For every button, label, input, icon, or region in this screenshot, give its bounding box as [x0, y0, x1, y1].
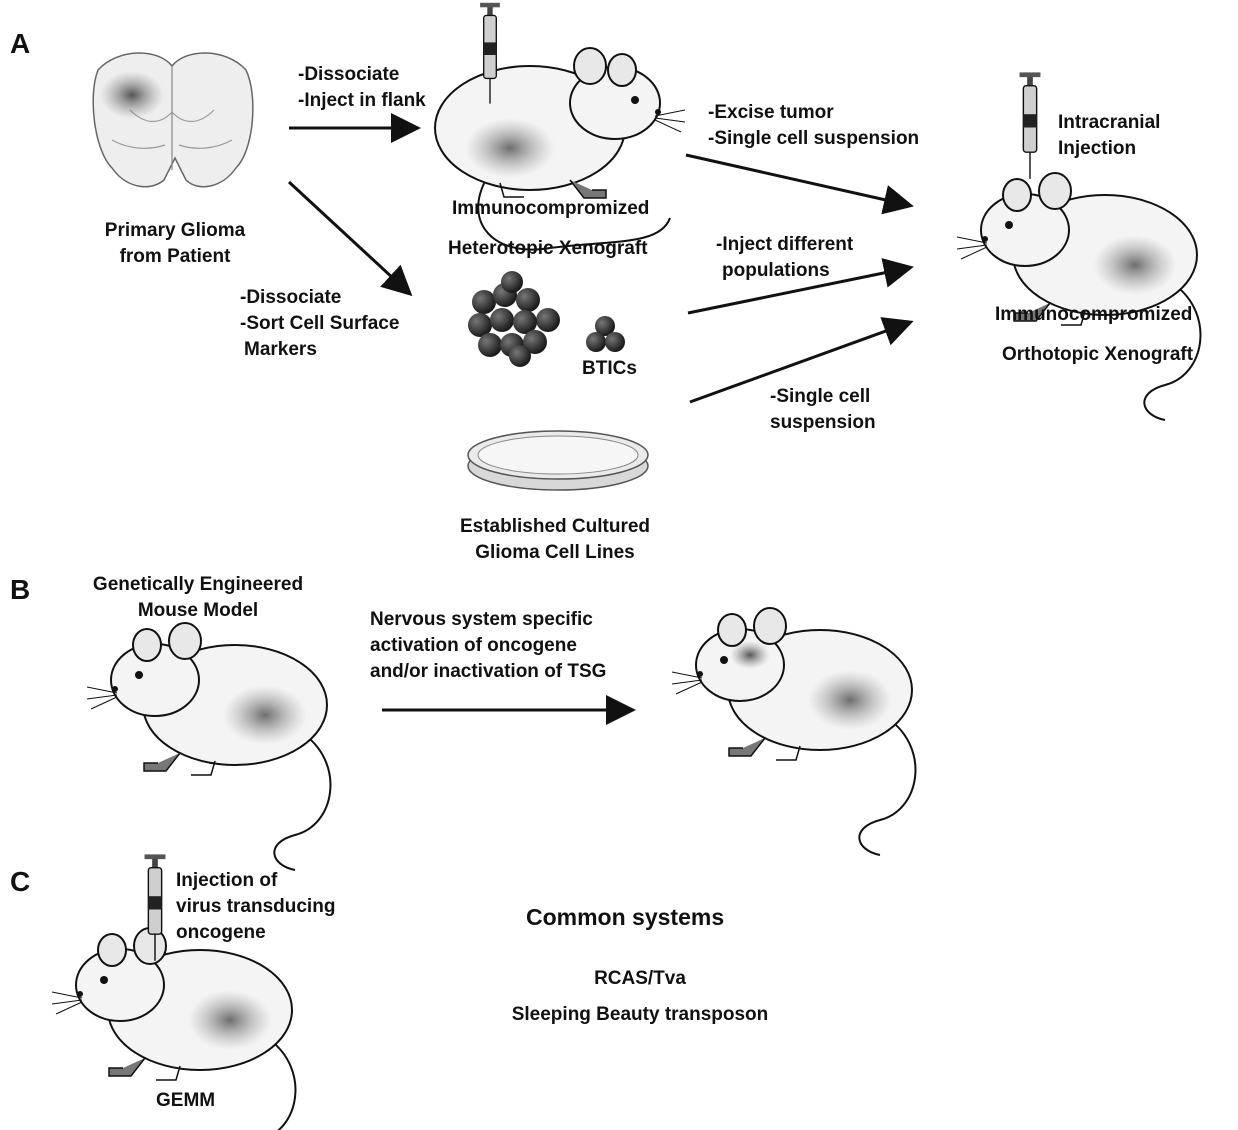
arrow-single-cell	[689, 317, 914, 404]
heterotopic-label-line2: Heterotopic Xenograft	[448, 238, 648, 259]
panel-label-c: C	[10, 866, 31, 897]
heterotopic-label-line1: Immunocompromized	[452, 198, 650, 219]
orthotopic-label-line2: Orthotopic Xenograft	[1002, 344, 1194, 365]
btics-label: BTICs	[582, 358, 637, 379]
brain-slice-icon	[92, 52, 254, 188]
gemm-mouse-icon	[86, 622, 332, 871]
arrow-populations	[687, 258, 914, 315]
tumor-bearing-mouse-icon	[671, 607, 917, 856]
btic-spheres-icon	[468, 271, 625, 367]
gemm-label: GEMM	[156, 1090, 216, 1111]
panel-label-b: B	[10, 574, 31, 605]
arrow-excise	[685, 153, 914, 215]
system-sleeping-beauty: Sleeping Beauty transposon	[511, 1004, 769, 1025]
system-rcas: RCAS/Tva	[594, 968, 686, 989]
panel-label-a: A	[10, 28, 31, 59]
petri-dish-icon	[467, 430, 649, 491]
orthotopic-label-line1: Immunocompromized	[995, 304, 1193, 325]
dissociate-flank-label: -Dissociate-Inject in flank	[298, 64, 426, 111]
systems-list: RCAS/Tva Sleeping Beauty transposon	[470, 966, 810, 1028]
arrow-sort	[287, 180, 413, 297]
common-systems-heading: Common systems	[526, 904, 725, 930]
excise-tumor-label: -Excise tumor-Single cell suspension	[708, 102, 920, 149]
